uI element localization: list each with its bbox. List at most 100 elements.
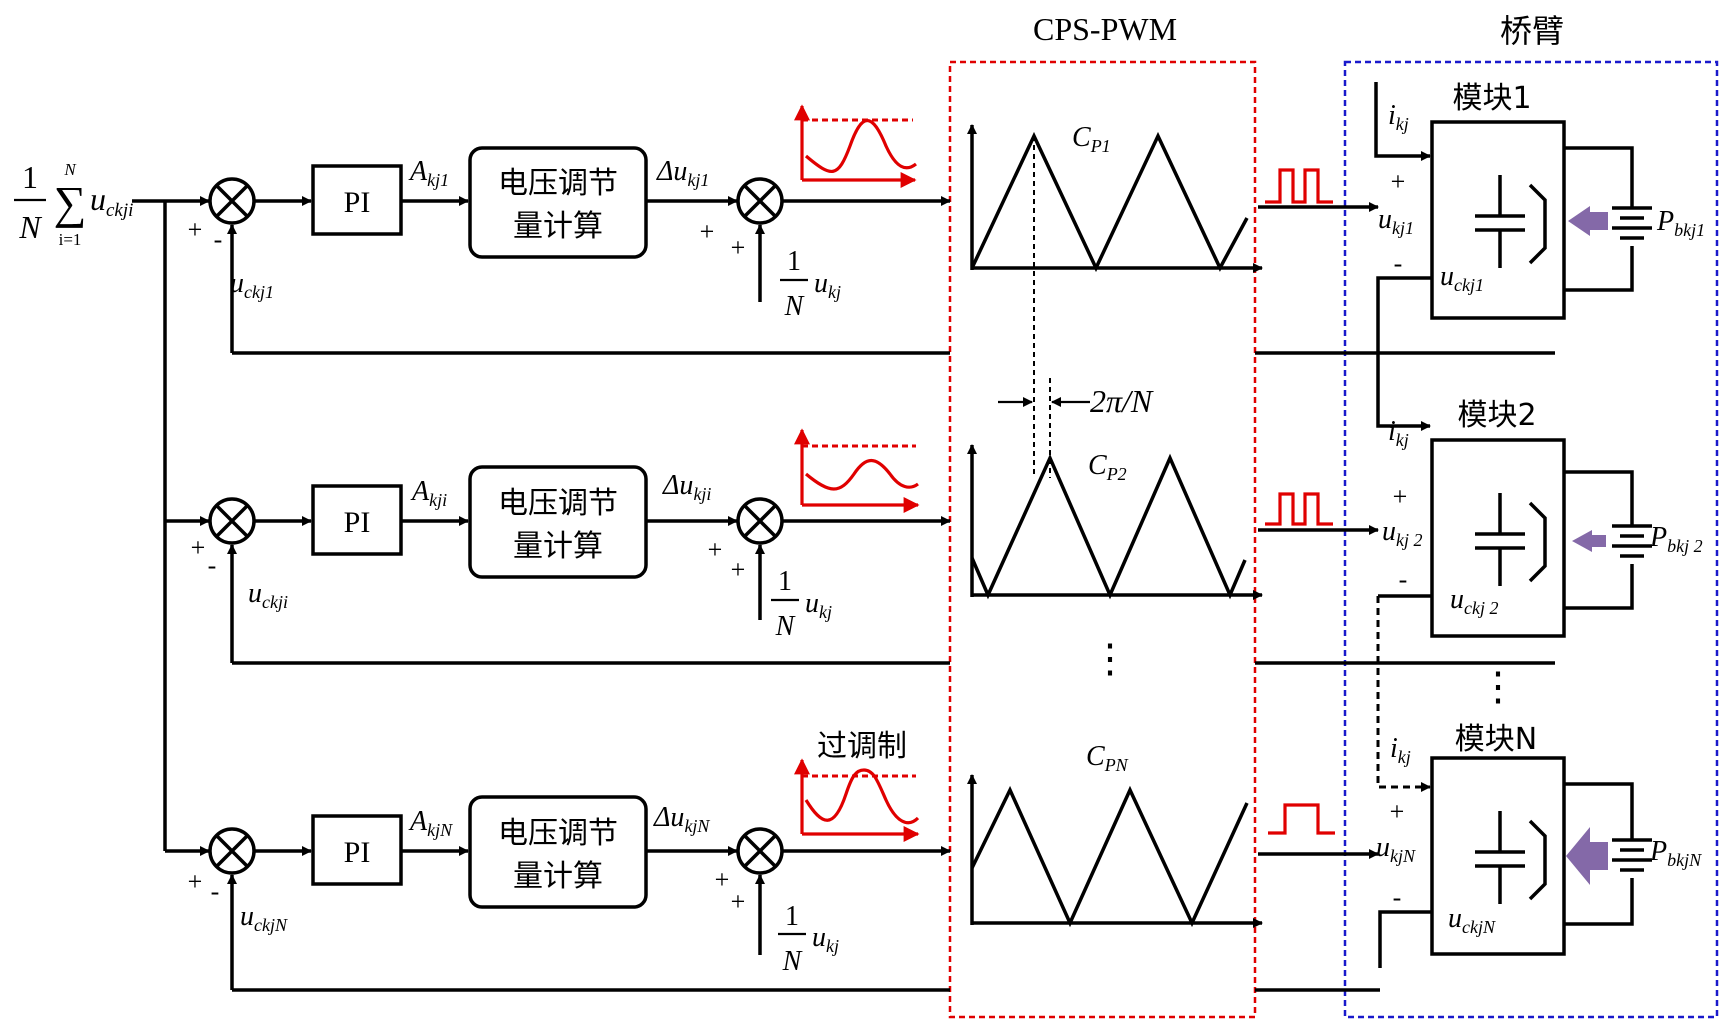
power-flow-arrow-icon-2	[1572, 530, 1606, 552]
sign-plus: +	[731, 233, 746, 262]
battery-icon-1	[1612, 206, 1652, 240]
cps-pwm-title: CPS-PWM	[1033, 11, 1177, 47]
carrier-sub-2: P2	[1106, 464, 1127, 484]
modulation-wave-icon-1	[794, 104, 917, 188]
module-1: 模块1 + ukj1 - ikj Pbkj1 uckj1	[1374, 81, 1705, 431]
svg-text:Δukj1: Δukj1	[656, 156, 709, 190]
svg-text:ukj1: ukj1	[1378, 204, 1414, 238]
module-uc-sub-1: ckj1	[1454, 275, 1484, 295]
ref-frac-den: N	[784, 291, 805, 322]
module-uc-1: u	[1440, 261, 1454, 292]
input-sum-lower: i=1	[59, 230, 82, 249]
sign-plus: +	[731, 887, 746, 916]
sum-junction-3b	[736, 827, 784, 875]
power-label-n: P	[1649, 836, 1667, 867]
svg-text:CP1: CP1	[1072, 122, 1111, 156]
sum-sign: ∑	[54, 177, 87, 228]
svg-text:Pbkj 2: Pbkj 2	[1649, 522, 1703, 556]
module-i-1: i	[1388, 100, 1396, 131]
module-u-sub-1: kj1	[1392, 218, 1414, 238]
fb-sub-1: ckj1	[244, 282, 274, 302]
amp-label-1: A	[408, 156, 428, 187]
module-i-2: i	[1388, 416, 1396, 447]
sign-plus: +	[188, 867, 203, 896]
module-ellipsis: ⋮	[1478, 664, 1518, 709]
du-label-1: Δu	[656, 156, 687, 187]
power-sub-1: bkj1	[1674, 220, 1705, 240]
module-i-sub-n: kj	[1398, 747, 1411, 767]
carrier-name-3: C	[1086, 741, 1105, 772]
sign-minus: -	[1399, 565, 1408, 594]
svg-text:ikj: ikj	[1390, 733, 1411, 767]
ref-sub: kj	[819, 602, 832, 622]
module-u-n: u	[1376, 832, 1390, 863]
svg-text:AkjN: AkjN	[408, 806, 453, 840]
ref-frac-num: 1	[785, 901, 799, 932]
module-n: 模块N ikj + ukjN - PbkjN uckjN	[1376, 722, 1702, 968]
du-label-2: Δu	[662, 470, 693, 501]
svg-text:ikj: ikj	[1388, 100, 1409, 134]
svg-text:uckj1: uckj1	[230, 268, 274, 302]
amp-label-2: A	[410, 476, 430, 507]
sign-minus: -	[1393, 883, 1402, 912]
module-uc-sub-n: ckjN	[1462, 917, 1496, 937]
amp-label-3: A	[408, 806, 428, 837]
sign-plus: +	[708, 535, 723, 564]
ref-frac-num: 1	[787, 246, 801, 277]
pwm-output-1	[1258, 168, 1379, 212]
capacitor-symbol-1	[1475, 175, 1547, 268]
module-i-sub-1: kj	[1396, 114, 1409, 134]
module-i-sub-2: kj	[1396, 430, 1409, 450]
amp-sub-1: kj1	[427, 170, 449, 190]
svg-text:uckji: uckji	[248, 578, 288, 612]
calc-line2: 量计算	[513, 529, 603, 564]
module-title-1: 模块1	[1452, 81, 1531, 116]
svg-text:Δukji: Δukji	[662, 470, 711, 504]
svg-text:uckj 2: uckj 2	[1450, 584, 1498, 618]
phase-shift-marker: 2π/N	[998, 136, 1154, 478]
svg-text:ukj: ukj	[814, 268, 841, 302]
sign-plus: +	[191, 533, 206, 562]
cps-pwm-frame	[948, 60, 1257, 1019]
pwm-output-3	[1258, 803, 1379, 859]
pi-label: PI	[344, 186, 371, 219]
module-u-sub-n: kjN	[1390, 846, 1416, 866]
sign-plus: +	[1393, 482, 1408, 511]
svg-text:ikj: ikj	[1388, 416, 1409, 450]
carrier-name-1: C	[1072, 122, 1091, 153]
module-u-sub-2: kj 2	[1396, 530, 1423, 550]
svg-text:ukj: ukj	[812, 922, 839, 956]
svg-text:Akj1: Akj1	[408, 156, 449, 190]
pi-label: PI	[344, 836, 371, 869]
modulation-wave-icon-2	[794, 428, 920, 513]
bridge-arm-title: 桥臂	[1500, 12, 1564, 50]
du-sub-1: kj1	[687, 170, 709, 190]
svg-text:PbkjN: PbkjN	[1649, 836, 1702, 870]
control-row-2: + - PI Akji 电压调节 量计算 Δukji + + 1 N ukj u…	[191, 428, 951, 663]
input-var: u	[90, 181, 106, 217]
carrier-name-2: C	[1088, 450, 1107, 481]
carrier-plot-1: CP1	[967, 122, 1263, 273]
battery-icon-2	[1612, 524, 1652, 558]
sign-minus: -	[211, 877, 220, 906]
svg-text:ukj: ukj	[805, 588, 832, 622]
input-var-sub: ckji	[106, 200, 133, 221]
module-uc-n: u	[1448, 903, 1462, 934]
pi-controller-2	[311, 484, 403, 556]
svg-text:uckjN: uckjN	[1448, 903, 1496, 937]
input-frac-den: N	[18, 209, 42, 245]
ref-frac-den: N	[782, 946, 803, 977]
capacitor-symbol-n	[1475, 811, 1547, 904]
power-flow-arrow-icon-n	[1566, 827, 1608, 885]
phase-shift-label: 2π/N	[1090, 383, 1154, 419]
ref-frac-num: 1	[778, 566, 792, 597]
sign-minus: -	[1394, 249, 1403, 278]
ref-var: u	[814, 268, 828, 299]
fb-sub-2: ckji	[262, 592, 288, 612]
sum-junction-3	[208, 827, 256, 875]
carrier-ellipsis: ⋮	[1090, 636, 1130, 681]
power-flow-arrow-icon-1	[1568, 206, 1608, 236]
du-sub-2: kji	[693, 484, 711, 504]
module-uc-2: u	[1450, 584, 1464, 615]
